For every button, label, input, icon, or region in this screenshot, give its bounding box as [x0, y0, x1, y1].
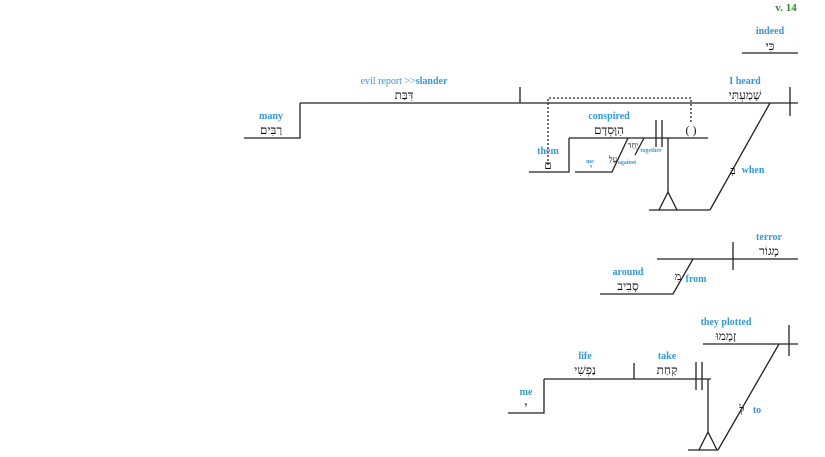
hebrew-to: לְ	[739, 404, 745, 416]
hebrew-around: סָבִיב	[617, 279, 639, 293]
gloss-together: together	[640, 148, 662, 154]
gloss-plotted: they plotted	[700, 317, 752, 328]
hebrew-indeed: כִּי	[765, 39, 775, 53]
gloss-heard: I heard	[729, 76, 761, 87]
against-modifier	[575, 137, 629, 173]
hebrew-many: רַבִּים	[259, 123, 283, 137]
stand-triangle-2	[698, 430, 718, 451]
hebrew-them: ם	[544, 158, 552, 172]
gloss-many: many	[259, 111, 283, 122]
gloss-when: when	[741, 165, 765, 176]
hebrew-slander: דִּבַּת	[394, 88, 414, 102]
gloss-take: take	[657, 351, 677, 362]
implied-subject: ( )	[685, 123, 697, 137]
gloss-terror: terror	[756, 232, 782, 243]
hebrew-together: יַחַד	[627, 141, 639, 150]
together-modifier	[634, 137, 645, 156]
hebrew-conspired: הִוָּסְדָם	[593, 123, 625, 137]
from-modifier	[600, 258, 694, 295]
gloss-life: life	[578, 351, 592, 362]
hebrew-when: בְּ	[730, 165, 736, 177]
me-step	[508, 379, 545, 414]
hebrew-life: נַפְשִׁי	[574, 363, 596, 377]
gloss-them: them	[537, 146, 559, 157]
gloss-me-2: me	[519, 387, 533, 398]
gloss-against: against	[617, 160, 637, 166]
hebrew-against: עָלַ	[608, 155, 618, 164]
gloss-slander: evil report >>slander	[361, 77, 448, 87]
hebrew-heard: שָׁמַעְתִּי	[728, 88, 762, 102]
gloss-me-1: me	[586, 159, 594, 165]
when-slant	[709, 102, 771, 211]
hebrew-take: קַחַת	[656, 363, 678, 377]
gloss-slander-bold: slander	[415, 76, 448, 87]
gloss-around: around	[612, 267, 644, 278]
stand-triangle	[658, 190, 678, 211]
hebrew-plotted: זָמָמוּ	[715, 329, 737, 343]
hebrew-me-1: י	[589, 163, 593, 172]
gloss-to: to	[752, 405, 762, 416]
them-step	[529, 138, 570, 173]
hebrew-me-2: י	[524, 399, 528, 413]
gloss-slander-plain: evil report >>	[360, 76, 416, 87]
gloss-conspired: conspired	[588, 111, 630, 122]
hebrew-terror: מָגוֹר	[758, 244, 780, 258]
many-step	[244, 103, 301, 139]
gloss-indeed: indeed	[755, 26, 785, 37]
to-slant	[717, 343, 780, 451]
gloss-from: from	[685, 274, 707, 285]
verse-number: v. 14	[775, 2, 797, 14]
dotted-connector	[547, 97, 692, 165]
hebrew-from: מִ	[674, 271, 682, 283]
